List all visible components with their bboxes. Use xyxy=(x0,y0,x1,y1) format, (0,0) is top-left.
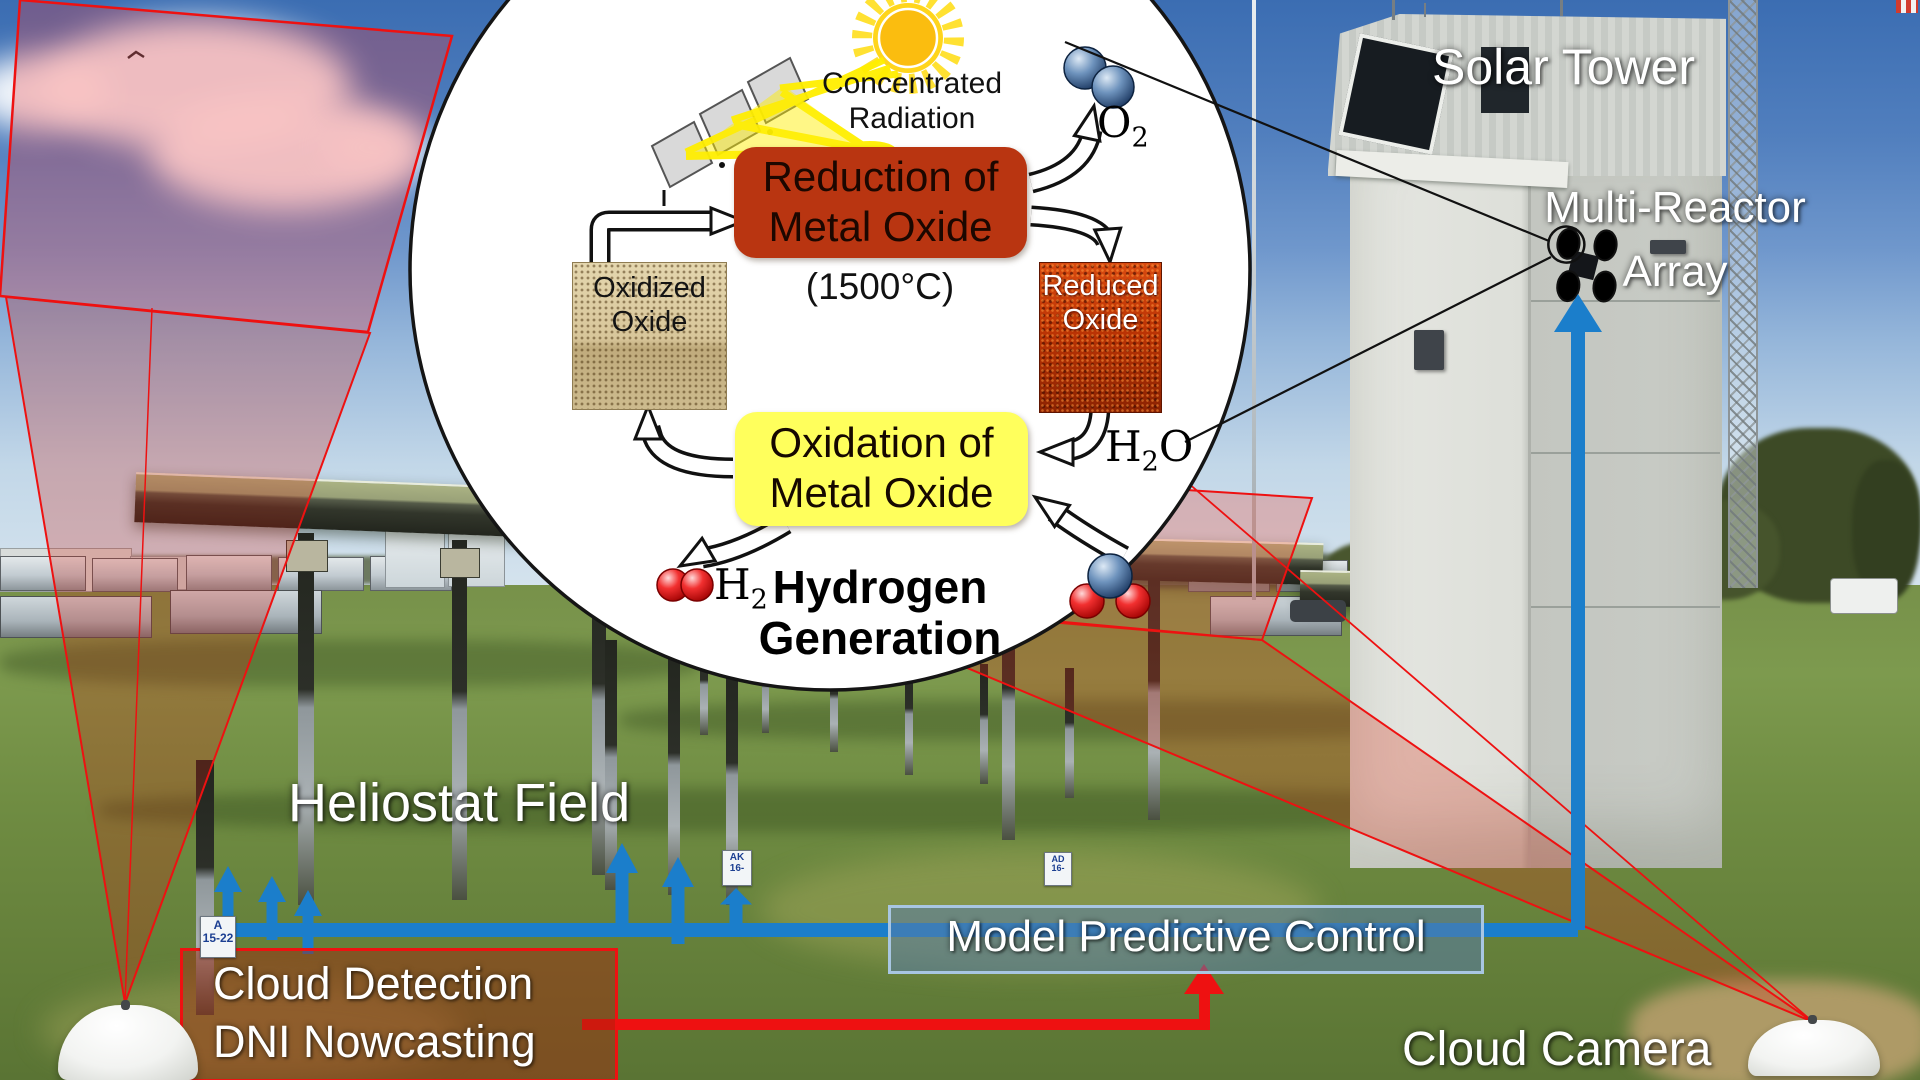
cloud xyxy=(320,120,430,175)
heliostat-mirror xyxy=(170,590,322,634)
heliostat-post xyxy=(762,648,769,733)
h2o-label: H2O xyxy=(1105,422,1194,478)
heliostat-drive xyxy=(440,548,480,578)
cloud-camera-label: Cloud Camera xyxy=(1402,1023,1712,1076)
sun-icon xyxy=(852,0,964,94)
cloud xyxy=(0,55,110,130)
h2-label: H2 xyxy=(714,560,768,616)
heliostat-post xyxy=(298,533,314,905)
striped-mast-tip xyxy=(1896,0,1918,13)
tower-corner xyxy=(1528,170,1531,868)
reduced-oxide-image: Reduced Oxide xyxy=(1039,262,1162,413)
o2-label: O2 xyxy=(1097,98,1149,154)
h2o-molecule-icon xyxy=(1069,553,1151,619)
heliostat-post xyxy=(726,660,738,905)
sun-beams xyxy=(684,56,899,160)
oxidation-step-box: Oxidation of Metal Oxide xyxy=(735,412,1028,526)
heliostat-mirror xyxy=(0,596,152,638)
multi-reactor-array-icon xyxy=(1547,225,1618,303)
car xyxy=(1290,600,1346,622)
h2-molecule-icon xyxy=(656,568,714,602)
heliostat-post xyxy=(452,540,467,900)
lattice-mast xyxy=(1728,0,1758,588)
reduction-step-box: Reduction of Metal Oxide xyxy=(734,147,1027,258)
antenna xyxy=(1424,3,1426,17)
heliostat-post xyxy=(700,640,708,735)
heliostat-post xyxy=(1065,668,1074,798)
heliostat-post xyxy=(830,652,838,752)
nowcasting-feedback-line xyxy=(582,964,1224,1030)
oxidized-oxide-image: Oxidized Oxide xyxy=(572,262,727,410)
tower-window xyxy=(1414,330,1444,370)
antenna xyxy=(1392,0,1395,20)
heliostat-post xyxy=(905,660,913,775)
solar-tower-body xyxy=(1350,168,1722,868)
white-van xyxy=(1830,578,1898,614)
tower-seam xyxy=(1530,606,1720,608)
concentrated-radiation-label: Concentrated Radiation xyxy=(821,67,1003,135)
heliostat-mirror xyxy=(186,555,272,591)
solar-tower-label: Solar Tower xyxy=(1432,39,1696,95)
tower-window xyxy=(1481,47,1529,113)
tower-seam xyxy=(1530,300,1720,302)
camera-lens-icon xyxy=(121,1000,130,1010)
heliostat-mirror xyxy=(92,558,178,592)
bird xyxy=(127,50,145,59)
heliostat-post xyxy=(605,640,617,890)
cloud-detection-box: Cloud Detection DNI Nowcasting xyxy=(180,948,618,1080)
cloud-camera-dome-right xyxy=(1748,1020,1880,1076)
blue-arrow-up-icon xyxy=(1554,294,1602,332)
heliostat-post xyxy=(668,650,680,895)
cloud-detection-cone-left xyxy=(0,0,454,1007)
camera-lens-icon xyxy=(1808,1015,1817,1024)
heliostat-post xyxy=(1148,580,1160,820)
heliostat-field-label: Heliostat Field xyxy=(288,773,631,833)
measurement-mast xyxy=(1252,0,1256,600)
grass-shadow xyxy=(0,640,700,686)
tower-vent xyxy=(1650,240,1686,254)
antenna xyxy=(1560,0,1563,16)
tower-seam xyxy=(1530,452,1720,454)
model-predictive-control-box: Model Predictive Control xyxy=(888,905,1484,974)
tree xyxy=(1852,460,1920,600)
reduction-temperature-label: (1500°C) xyxy=(805,266,955,307)
o2-molecule-icon xyxy=(1063,46,1135,109)
heliostat-post xyxy=(980,664,988,784)
multi-reactor-array-label: Multi-Reactor Array xyxy=(1544,183,1806,296)
hydrogen-generation-label: Hydrogen Generation xyxy=(758,561,1002,664)
heliostat-post xyxy=(592,545,606,875)
heliostat-mirror xyxy=(0,556,86,591)
reactor-callout-lines xyxy=(1064,40,1552,443)
